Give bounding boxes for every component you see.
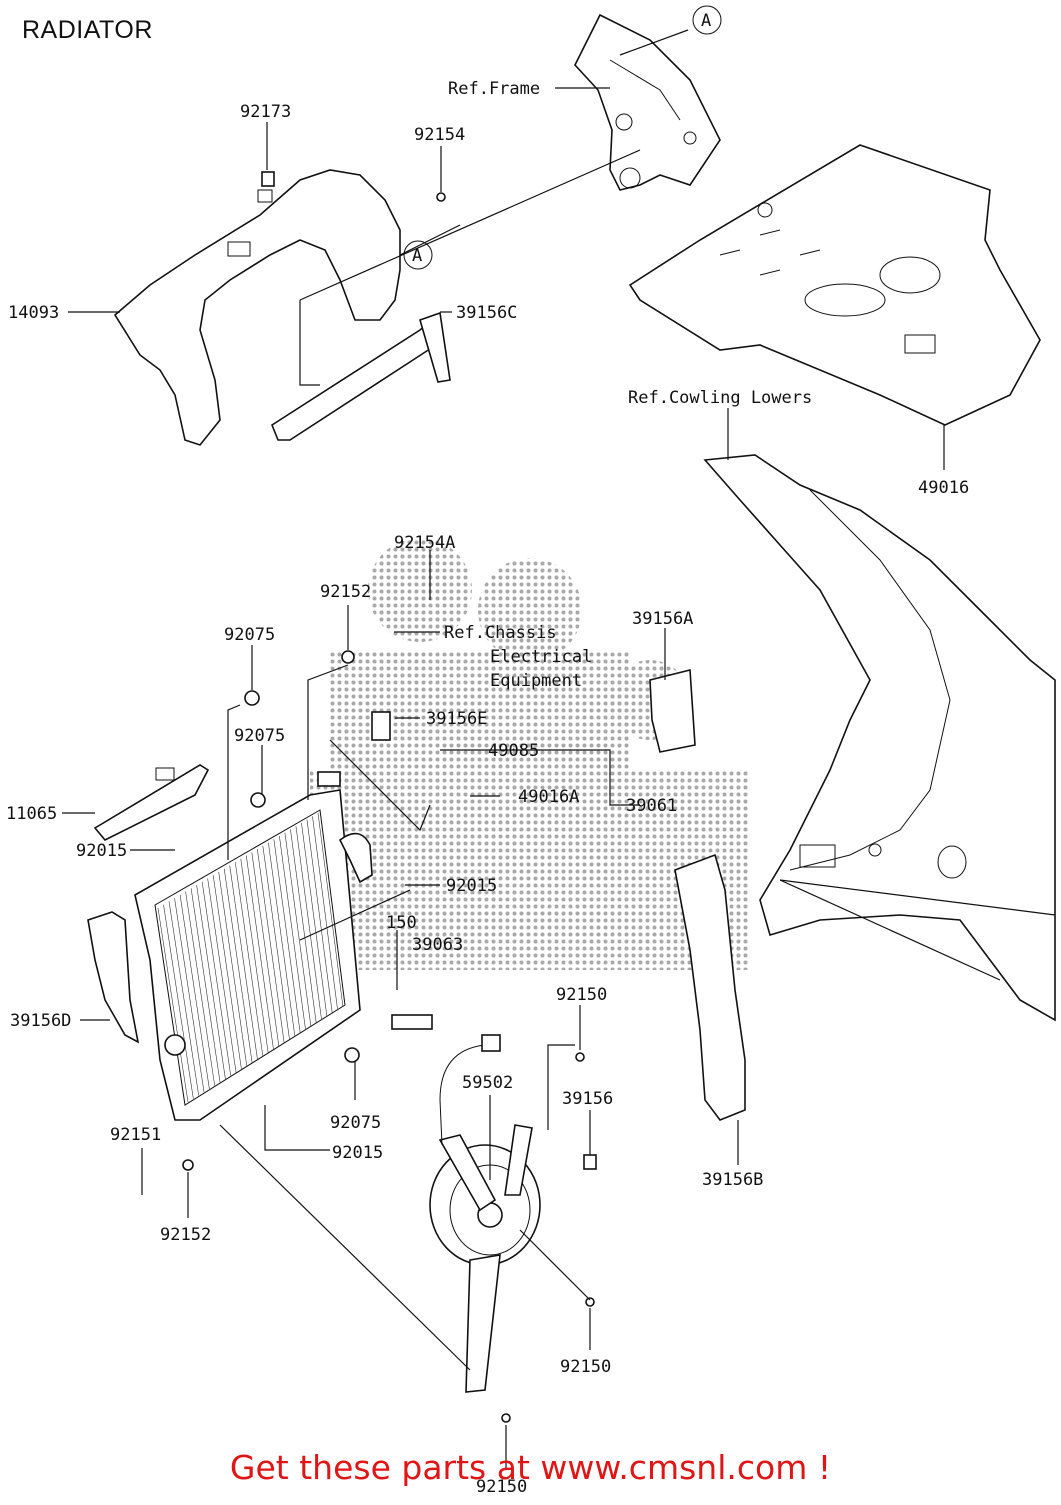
part-label: 14093: [8, 303, 59, 323]
seal-39156B: [674, 853, 746, 1121]
part-label: 92015: [332, 1143, 383, 1163]
radiator-fin: [196, 885, 226, 1080]
part-label: 39061: [626, 796, 677, 816]
skid-plate-49016: [628, 144, 1041, 426]
callout-a-mid-label: A: [412, 246, 422, 266]
part-label: 92075: [224, 625, 275, 645]
radiator-fin: [190, 888, 221, 1083]
radiator-fin: [240, 858, 269, 1053]
radiator-fin: [234, 862, 264, 1057]
radiator-fin: [301, 822, 328, 1017]
plate-11065: [93, 764, 210, 841]
radiator-core: [134, 771, 361, 1121]
radiator-fin: [179, 894, 210, 1089]
part-label: 49016A: [518, 787, 579, 807]
part-label: 11065: [6, 804, 57, 824]
promo-link[interactable]: Get these parts at www.cmsnl.com !: [229, 1448, 832, 1487]
radiator-fin: [273, 839, 301, 1034]
part-label: 39156: [562, 1089, 613, 1109]
radiator-fin: [257, 848, 285, 1044]
callout-a-top-label: A: [701, 11, 711, 31]
leader-lines: [62, 29, 1056, 1470]
fasteners: [182, 171, 597, 1423]
part-label: 92152: [160, 1225, 211, 1245]
part-label: 49016: [918, 478, 969, 498]
part-label: 49085: [488, 741, 539, 761]
radiator-fin: [268, 842, 296, 1037]
frame-bracket: [574, 13, 721, 191]
part-label: 92015: [76, 841, 127, 861]
radiator-fin: [207, 878, 237, 1073]
part-label: 39156E: [426, 709, 487, 729]
radiator-fin: [284, 832, 312, 1027]
ref-chassis-label-3: Equipment: [490, 671, 582, 691]
part-label: 92151: [110, 1125, 161, 1145]
radiator-fin: [312, 816, 338, 1011]
radiator-fin: [212, 875, 242, 1070]
part-label: 92150: [556, 985, 607, 1005]
part-label: 59502: [462, 1073, 513, 1093]
radiator-fin: [306, 819, 333, 1014]
part-label: 39156C: [456, 303, 517, 323]
ref-cowling-label: Ref.Cowling Lowers: [628, 388, 812, 408]
part-label: 92173: [240, 102, 291, 122]
part-label: 92152: [320, 582, 371, 602]
radiator-fin: [168, 901, 199, 1096]
radiator-fin: [262, 845, 290, 1040]
radiator-fin: [157, 907, 189, 1103]
radiator-fin: [185, 891, 216, 1086]
side-seal-39156D: [87, 911, 140, 1044]
radiator-fin: [295, 826, 322, 1021]
radiator-fin: [201, 881, 232, 1076]
pad-39156A: [649, 668, 696, 753]
part-label: 92015: [446, 876, 497, 896]
ref-chassis-label-2: Electrical: [490, 647, 592, 667]
part-label: 39156B: [702, 1170, 763, 1190]
part-label: 92075: [330, 1113, 381, 1133]
radiator-fin: [317, 812, 344, 1008]
radiator-fin: [163, 904, 194, 1099]
air-duct-14093: [113, 169, 401, 446]
part-label: 39156D: [10, 1011, 71, 1031]
callout-a-top: A: [692, 5, 722, 35]
radiator-fin: [223, 868, 253, 1063]
radiator-fin: [251, 852, 280, 1047]
radiator-fin: [229, 865, 258, 1060]
fan-assembly-59502: [429, 1034, 541, 1393]
radiator-fin: [279, 835, 306, 1030]
part-label: 92075: [234, 726, 285, 746]
radiator-fin: [245, 855, 274, 1050]
part-label: 39156A: [632, 609, 693, 629]
ref-frame-label: Ref.Frame: [448, 79, 540, 99]
radiator-fin: [290, 829, 317, 1024]
part-label: 92150: [560, 1357, 611, 1377]
ref-chassis-label-1: Ref.Chassis: [444, 623, 557, 643]
part-label: 92154: [414, 125, 465, 145]
radiator-fin: [218, 871, 248, 1067]
part-label: 150: [386, 913, 417, 933]
seal-strip-39156C: [271, 311, 451, 441]
page-title: RADIATOR: [22, 16, 153, 44]
radiator-fin: [174, 898, 205, 1093]
part-label: 92150: [476, 1477, 527, 1497]
part-label: 39063: [412, 935, 463, 955]
callout-a-mid: A: [403, 240, 433, 270]
cowling-lower: [703, 454, 1056, 1022]
part-label: 92154A: [394, 533, 455, 553]
hose-39061: [338, 832, 373, 884]
